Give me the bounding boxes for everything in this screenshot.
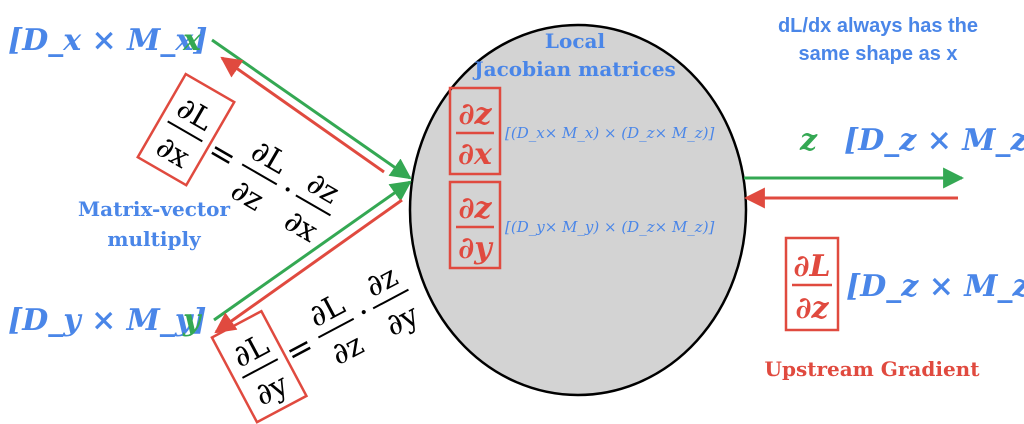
svg-text:∂z: ∂z — [360, 259, 404, 305]
mv-label-line2: multiply — [107, 227, 202, 251]
svg-text:∂z: ∂z — [326, 327, 370, 373]
backward-arrow-y — [214, 198, 403, 334]
z-variable-label: z — [799, 123, 818, 158]
x-shape-label: [D_x × M_x] — [8, 23, 207, 58]
svg-text:∂y: ∂y — [380, 298, 425, 344]
svg-text:=: = — [201, 131, 243, 177]
upstream-shape-label: [D_z × M_z] — [846, 269, 1024, 304]
forward-arrow-x — [211, 38, 412, 180]
svg-text:∂x: ∂x — [458, 137, 493, 172]
jacobian-dz-dx-dims: [(D_x× M_x) × (D_z× M_z)] — [505, 124, 715, 142]
backward-arrow-x — [220, 56, 385, 174]
jacobian-dz-dy: ∂z ∂y — [448, 180, 502, 270]
y-shape-label: [D_y × M_y] — [8, 303, 207, 338]
mv-label-line1: Matrix-vector — [78, 197, 230, 221]
upstream-gradient-label: Upstream Gradient — [765, 357, 981, 381]
svg-text:=: = — [279, 326, 321, 372]
shape-note-line2: same shape as x — [799, 43, 958, 65]
x-variable-label: x — [182, 23, 202, 58]
svg-text:∂z: ∂z — [458, 191, 492, 226]
svg-text:∂x: ∂x — [278, 203, 324, 250]
jacobian-dz-dx: ∂z ∂x — [448, 86, 502, 176]
svg-text:∂L: ∂L — [227, 327, 275, 375]
jacobian-dz-dy-dims: [(D_y× M_y) × (D_z× M_z)] — [505, 218, 715, 236]
y-variable-label: y — [182, 303, 203, 338]
svg-text:∂L: ∂L — [303, 287, 351, 335]
svg-text:∂y: ∂y — [458, 231, 494, 266]
shape-note-line1: dL/dx always has the — [778, 15, 978, 37]
forward-arrow-y — [213, 180, 412, 322]
svg-text:∂L: ∂L — [245, 133, 293, 181]
compute-node — [408, 23, 748, 397]
grad-y-equation: ∂L ∂y = ∂L ∂z · ∂z ∂y — [210, 259, 425, 424]
svg-text:∂z: ∂z — [795, 291, 829, 326]
node-title-line2: Jacobian matrices — [472, 57, 676, 81]
svg-text:∂z: ∂z — [225, 173, 270, 219]
svg-text:∂z: ∂z — [458, 97, 492, 132]
z-shape-label: [D_z × M_z] — [844, 123, 1024, 158]
upstream-gradient-fraction: ∂L ∂z — [784, 236, 840, 332]
node-title-line1: Local — [545, 29, 606, 53]
svg-text:∂L: ∂L — [171, 90, 219, 138]
svg-text:∂L: ∂L — [793, 249, 830, 284]
svg-text:∂z: ∂z — [301, 165, 346, 211]
